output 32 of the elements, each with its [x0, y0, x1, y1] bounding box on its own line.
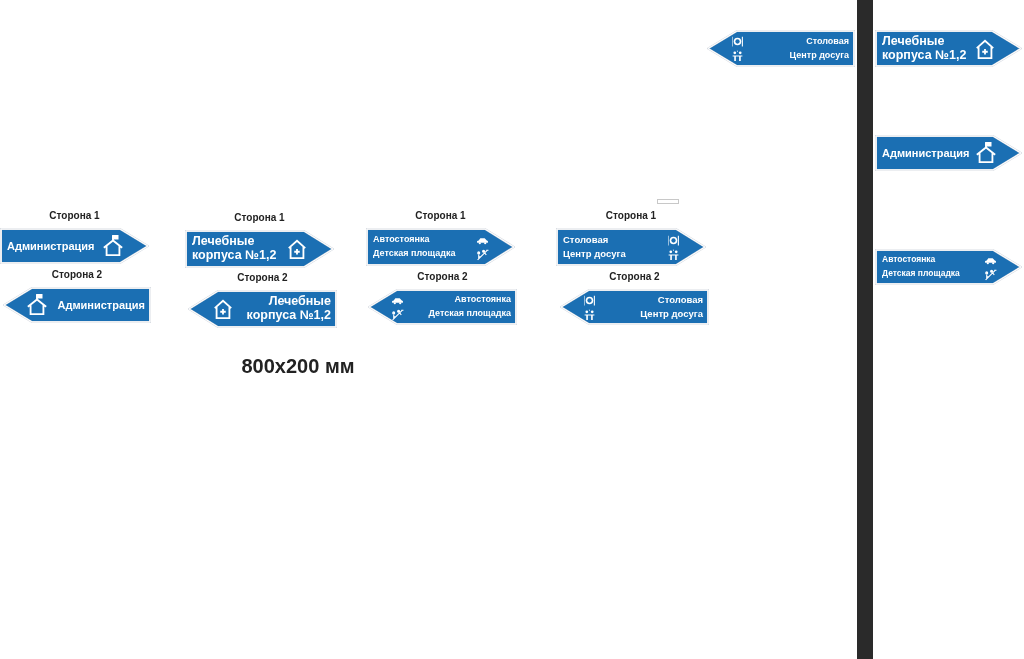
side-label: Сторона 1	[234, 210, 285, 225]
sign-text: Центр досуга	[788, 50, 849, 61]
sign-text: Столовая	[805, 36, 849, 47]
sign-text: Администрация	[882, 146, 971, 160]
side-label: Сторона 1	[605, 208, 657, 223]
side-label: Сторона 2	[609, 269, 660, 284]
sign-text: Администрация	[7, 239, 96, 253]
side-label: Сторона 1	[415, 208, 466, 223]
sign-text: Лечебные корпуса №1,2	[882, 34, 968, 63]
direction-sign	[707, 30, 855, 67]
sign-text: Детская площадка	[373, 249, 457, 259]
direction-sign	[875, 30, 1022, 67]
sign-pole	[857, 0, 873, 659]
dimension-text: 800x200 мм	[241, 354, 355, 379]
sign-text: Автостоянка	[882, 255, 937, 265]
side-label: Сторона 1	[49, 208, 100, 223]
sign-text: Лечебные корпуса №1,2	[192, 235, 278, 263]
sign-text: Детская площадка	[882, 269, 961, 279]
sign-text: Администрация	[56, 298, 145, 312]
sign-text: Автостоянка	[373, 235, 431, 245]
side-label: Сторона 2	[237, 270, 288, 285]
side-label: Сторона 2	[417, 269, 468, 284]
side-label: Сторона 2	[51, 267, 103, 282]
sign-text: Лечебные корпуса №1,2	[245, 295, 331, 323]
sign-text: Центр досуга	[563, 248, 627, 260]
sign-text: Автостоянка	[453, 295, 511, 305]
direction-sign	[875, 135, 1022, 171]
sign-text: Столовая	[656, 294, 703, 306]
sign-text: Детская площадка	[427, 309, 511, 319]
sign-text: Центр досуга	[639, 308, 703, 320]
sign-text: Столовая	[563, 234, 610, 246]
direction-sign	[875, 249, 1022, 285]
